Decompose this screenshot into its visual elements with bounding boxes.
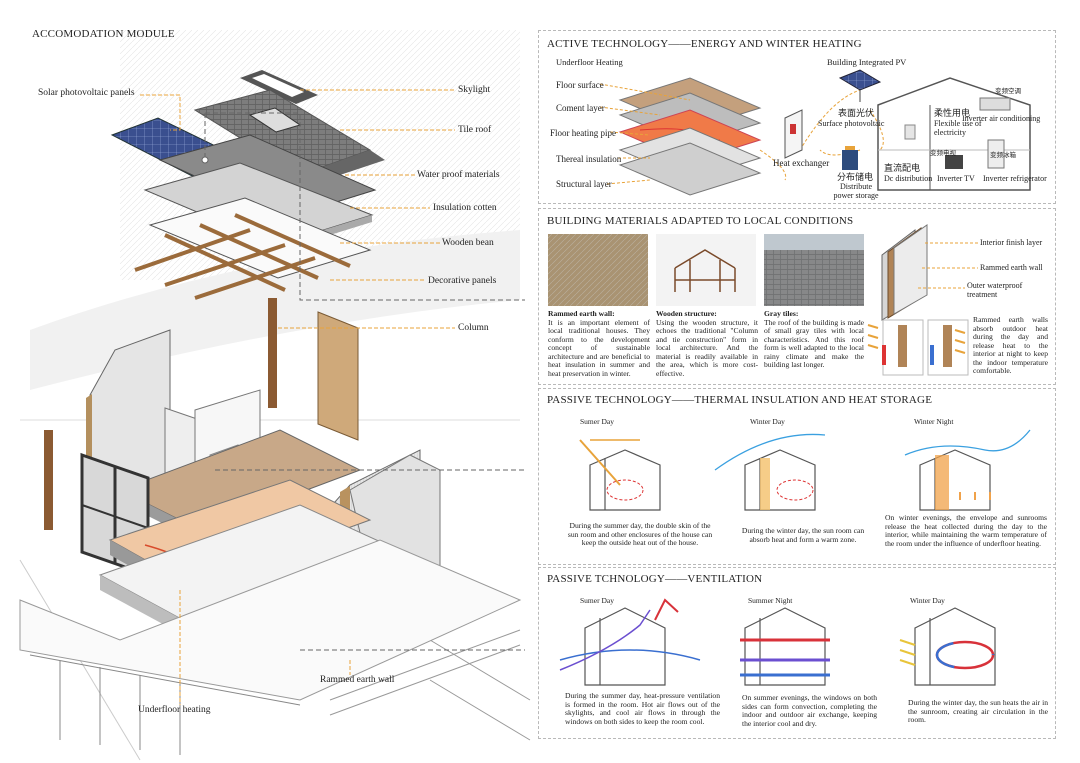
rammed-description: Rammed earth wall: It is an important el… bbox=[548, 309, 650, 378]
vent-case2-label: Summer Night bbox=[748, 596, 793, 605]
active-title: ACTIVE TECHNOLOGY——ENERGY AND WINTER HEA… bbox=[547, 38, 862, 50]
wood-text: Using the wooden structure, it echoes th… bbox=[656, 317, 758, 378]
vent-case2-text: On summer evenings, the windows on both … bbox=[742, 693, 877, 728]
label-column: Column bbox=[458, 323, 489, 333]
thermal-case1-label: Sumer Day bbox=[580, 417, 614, 426]
panel-ventilation bbox=[538, 567, 1056, 739]
surface-pv-cn: 表面光伏 bbox=[838, 108, 875, 118]
thermal-case2-label: Winter Day bbox=[750, 417, 785, 426]
label-solar-panels: Solar photovoltaic panels bbox=[38, 88, 135, 98]
label-insulation: Insulation cotten bbox=[433, 203, 497, 213]
distribute-label: Distribute power storage bbox=[833, 182, 879, 201]
underfloor-title: Underfloor Heating bbox=[556, 57, 623, 67]
heat-exchanger-icon bbox=[784, 109, 803, 159]
panel-thermal bbox=[538, 388, 1056, 565]
flexible-label: Flexible use of electricity bbox=[934, 119, 982, 138]
label-tile-roof: Tile roof bbox=[458, 125, 492, 135]
thermal-title: PASSIVE TECHNOLOGY——THERMAL INSULATION A… bbox=[547, 394, 933, 406]
inverter-ac-label: Inverter air conditioning bbox=[962, 114, 1041, 123]
rammed-text: It is an important element of local trad… bbox=[548, 317, 650, 378]
label-wooden-bean: Wooden bean bbox=[442, 238, 494, 248]
layer-structural: Structural layer bbox=[556, 179, 612, 189]
label-skylight: Skylight bbox=[458, 85, 491, 95]
heat-exchanger-label: Heat exchanger bbox=[773, 158, 830, 168]
fridge-cn: 变频冰箱 bbox=[990, 152, 1016, 159]
tile-text: The roof of the building is made of smal… bbox=[764, 317, 864, 369]
wall-heat-text: Rammed earth walls absorb outdoor heat d… bbox=[973, 315, 1048, 375]
thermal-case3-text: On winter evenings, the envelope and sun… bbox=[885, 513, 1047, 548]
panel-building-materials bbox=[538, 208, 1056, 385]
ventilation-title: PASSIVE TCHNOLOGY——VENTILATION bbox=[547, 573, 763, 585]
thermal-case2-text: During the winter day, the sun room can … bbox=[741, 526, 865, 544]
wall-layer-interior: Interior finish layer bbox=[980, 238, 1043, 247]
panel-active-technology bbox=[538, 30, 1056, 204]
module-title: ACCOMODATION MODULE bbox=[32, 28, 175, 40]
fridge-label: Inverter refrigerator bbox=[983, 174, 1047, 183]
surface-pv-label: Surface photovoltaic bbox=[818, 119, 885, 128]
skylight-frame bbox=[240, 70, 318, 104]
label-waterproof: Water proof materials bbox=[417, 170, 500, 180]
dc-label: Dc distribution bbox=[884, 174, 933, 183]
flexible-cn: 柔性用电 bbox=[934, 108, 971, 118]
wall-day-icon bbox=[867, 319, 924, 376]
layer-cement: Coment layer bbox=[556, 103, 605, 113]
vent-case3-label: Winter Day bbox=[910, 596, 945, 605]
tv-cn: 变频电视 bbox=[930, 150, 956, 157]
rammed-heading: Rammed earth wall: bbox=[548, 309, 615, 318]
tile-heading: Gray tiles: bbox=[764, 309, 799, 318]
bipv-title: Building Integrated PV bbox=[827, 57, 907, 67]
materials-title: BUILDING MATERIALS ADAPTED TO LOCAL COND… bbox=[547, 215, 854, 227]
tv-label: Inverter TV bbox=[937, 174, 975, 183]
wall-layer-outer: Outer waterproof treatment bbox=[967, 281, 1023, 300]
vent-case1-text: During the summer day, heat-pressure ven… bbox=[565, 691, 720, 726]
wood-heading: Wooden structure: bbox=[656, 309, 717, 318]
layer-heating-pipe: Floor heating pipe bbox=[550, 128, 616, 138]
label-decorative-panels: Decorative panels bbox=[428, 276, 497, 286]
wall-layer-rammed: Rammed earth wall bbox=[980, 263, 1043, 272]
label-rammed-earth: Rammed earth wall bbox=[320, 675, 395, 685]
thermal-case1-text: During the summer day, the double skin o… bbox=[567, 521, 713, 547]
thermal-case3-label: Winter Night bbox=[914, 417, 954, 426]
layer-floor-surface: Floor surface bbox=[556, 80, 604, 90]
distribute-cn: 分布储电 bbox=[837, 172, 874, 182]
vent-case1-label: Sumer Day bbox=[580, 596, 614, 605]
tile-description: Gray tiles: The roof of the building is … bbox=[764, 309, 864, 370]
inverter-ac-cn: 变频空调 bbox=[995, 88, 1021, 95]
vent-case3-text: During the winter day, the sun heats the… bbox=[908, 698, 1048, 724]
layer-insulation: Thereal insulation bbox=[556, 154, 622, 164]
wood-description: Wooden structure: Using the wooden struc… bbox=[656, 309, 758, 378]
dc-cn: 直流配电 bbox=[884, 163, 921, 173]
floor-layer-stack bbox=[618, 77, 762, 196]
label-underfloor: Underfloor heating bbox=[138, 705, 211, 715]
wall-night-icon bbox=[927, 319, 969, 376]
